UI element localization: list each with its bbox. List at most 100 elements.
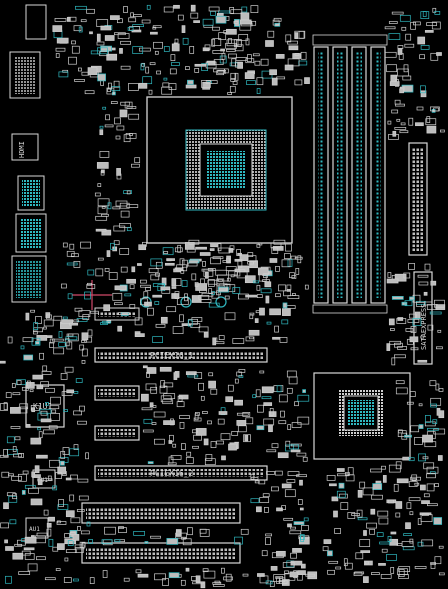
smd-part xyxy=(250,5,259,13)
smd-part xyxy=(76,509,85,512)
smd-part xyxy=(146,367,157,374)
smd-part xyxy=(216,278,225,287)
smd-part xyxy=(282,302,288,309)
smd-part xyxy=(52,25,63,32)
smd-part xyxy=(160,286,171,291)
smd-part xyxy=(47,475,52,481)
smd-part xyxy=(194,63,207,67)
smd-part xyxy=(190,4,196,12)
smd-part xyxy=(177,14,184,21)
smd-part xyxy=(20,345,25,350)
smd-part xyxy=(300,563,306,569)
smd-part xyxy=(187,374,199,378)
smd-part xyxy=(97,198,110,207)
smd-part xyxy=(145,383,157,391)
smd-part xyxy=(411,474,418,481)
smd-part xyxy=(297,255,302,264)
smd-part xyxy=(336,468,345,472)
smd-part xyxy=(100,25,112,31)
smd-part xyxy=(156,70,161,75)
smd-part xyxy=(99,125,104,129)
smd-part xyxy=(334,528,341,534)
smd-part xyxy=(437,455,443,461)
smd-part xyxy=(216,70,225,76)
smd-part xyxy=(140,279,147,284)
smd-part xyxy=(230,9,243,15)
smd-part xyxy=(66,262,78,266)
smd-part xyxy=(25,312,30,321)
smd-part xyxy=(413,21,421,26)
smd-part xyxy=(286,479,296,483)
smd-part xyxy=(133,531,145,536)
smd-part xyxy=(53,315,63,321)
smd-part xyxy=(266,321,272,325)
smd-part xyxy=(261,396,272,400)
smd-part xyxy=(114,302,123,306)
smd-part xyxy=(430,397,442,406)
smd-part xyxy=(422,434,433,443)
smd-part xyxy=(256,243,261,248)
smd-part xyxy=(153,41,163,49)
smd-part xyxy=(195,246,207,250)
smd-part xyxy=(72,534,80,541)
smd-part xyxy=(110,242,115,250)
smd-part xyxy=(182,259,188,268)
smd-part xyxy=(141,407,153,411)
smd-part xyxy=(390,531,397,535)
smd-part xyxy=(73,444,79,450)
smd-part xyxy=(414,482,420,486)
smd-part xyxy=(101,205,106,209)
smd-part xyxy=(12,552,24,560)
smd-part xyxy=(150,31,158,35)
smd-part xyxy=(429,311,442,315)
smd-part xyxy=(424,263,431,271)
smd-part xyxy=(274,325,279,333)
smd-part xyxy=(257,404,264,413)
smd-part xyxy=(104,268,110,272)
smd-part xyxy=(210,441,217,448)
smd-part xyxy=(387,272,392,278)
pcie-x1-slots xyxy=(94,307,140,441)
smd-part xyxy=(234,268,241,277)
smd-part xyxy=(412,318,422,326)
smd-part xyxy=(430,563,436,569)
smd-part xyxy=(291,275,297,279)
smd-part xyxy=(43,429,55,435)
smd-part xyxy=(275,293,281,298)
smd-part xyxy=(433,428,446,435)
smd-part xyxy=(427,324,434,331)
smd-part xyxy=(6,436,15,444)
smd-part xyxy=(167,462,177,466)
smd-part xyxy=(173,268,181,273)
smd-part xyxy=(271,247,279,254)
smd-part xyxy=(395,387,408,395)
smd-part xyxy=(386,278,399,284)
pcie-x16-slot-2: PCIEX16_2 xyxy=(94,465,268,481)
smd-part xyxy=(409,511,414,516)
smd-part xyxy=(154,301,160,305)
smd-part xyxy=(365,561,369,565)
smd-part xyxy=(284,489,296,498)
smd-part xyxy=(245,294,257,298)
smd-part xyxy=(79,405,85,412)
smd-part xyxy=(188,259,200,264)
smd-part xyxy=(69,448,80,457)
smd-part xyxy=(247,260,254,265)
smd-part xyxy=(119,248,130,255)
smd-part xyxy=(357,489,363,498)
super-io-chip: K1U1 xyxy=(25,384,65,428)
smd-part xyxy=(236,420,247,426)
smd-part xyxy=(395,501,403,509)
smd-part xyxy=(202,261,206,267)
smd-part xyxy=(265,533,272,537)
smd-part xyxy=(164,262,175,266)
smd-part xyxy=(283,517,294,521)
smd-part xyxy=(41,371,52,375)
smd-part xyxy=(131,163,140,168)
smd-part xyxy=(286,284,292,291)
smd-part xyxy=(106,87,115,95)
smd-part xyxy=(87,269,95,276)
smd-part xyxy=(57,520,61,524)
smd-part xyxy=(239,19,252,25)
smd-part xyxy=(252,394,257,399)
